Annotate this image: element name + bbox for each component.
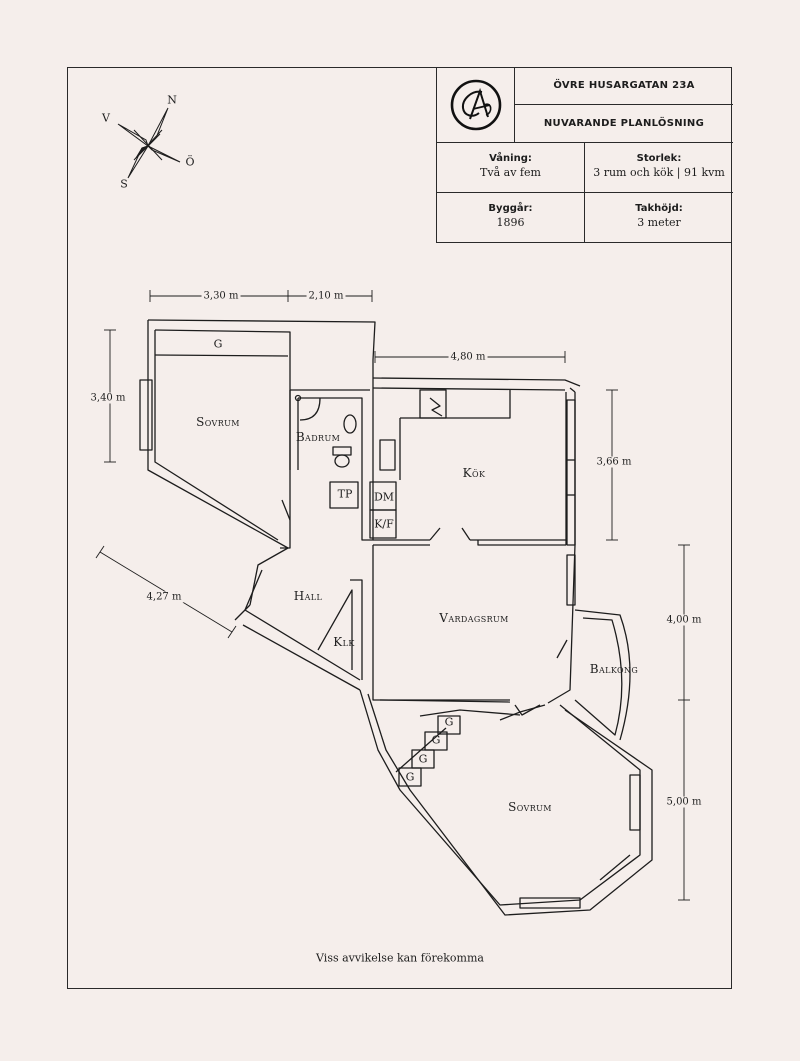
ceiling-cell: Takhöjd: 3 meter [585,193,733,243]
room-bedroom-1: Sovrum [196,415,240,429]
size-cell: Storlek: 3 rum och kök | 91 kvm [585,143,733,193]
compass-east: Ö [185,155,195,169]
room-balcony: Balkong [589,662,639,676]
compass-south: S [120,177,128,191]
compass-west: V [102,111,110,125]
dimension-label: 3,66 m [594,456,634,468]
ceiling-label: Takhöjd: [635,203,683,214]
dimension-label: 4,80 m [448,351,488,363]
dimension-label: 5,00 m [664,796,704,808]
built-label: Byggår: [488,203,533,214]
room-closet: Klk [333,635,355,649]
dimension-label: 4,00 m [664,614,704,626]
built-value: 1896 [496,216,525,229]
monogram-logo-icon [450,79,501,130]
wardrobe-label: G [418,752,428,766]
size-value: 3 rum och kök | 91 kvm [593,166,725,179]
logo [437,67,515,143]
address-heading: ÖVRE HUSARGATAN 23A [515,67,733,105]
tp-label: TP [337,487,353,501]
dimension-label: 2,10 m [306,290,346,302]
ceiling-value: 3 meter [637,216,681,229]
wardrobe-label: G [444,715,454,729]
dimension-label: 4,27 m [144,591,184,603]
wardrobe-label: G [213,337,223,351]
title-block: ÖVRE HUSARGATAN 23A NUVARANDE PLANLÖSNIN… [436,67,733,243]
floor-cell: Våning: Två av fem [437,143,585,193]
room-bathroom: Badrum [295,430,341,444]
kf-label: K/F [374,517,394,531]
room-living: Vardagsrum [439,611,509,625]
dimension-label: 3,40 m [88,392,128,404]
plan-subtitle: NUVARANDE PLANLÖSNING [515,105,733,143]
dimension-label: 3,30 m [201,290,241,302]
disclaimer-note: Viss avvikelse kan förekomma [316,951,484,965]
room-kitchen: Kök [462,466,486,480]
wardrobe-label: G [431,733,441,747]
room-hall: Hall [293,589,323,603]
size-label: Storlek: [636,153,682,164]
wardrobe-label: G [405,770,415,784]
compass-north: N [167,93,177,107]
floor-value: Två av fem [480,166,541,179]
floor-label: Våning: [489,153,532,164]
room-bedroom-2: Sovrum [508,800,552,814]
drawing-frame [67,67,732,989]
dm-label: DM [373,490,395,504]
built-cell: Byggår: 1896 [437,193,585,243]
